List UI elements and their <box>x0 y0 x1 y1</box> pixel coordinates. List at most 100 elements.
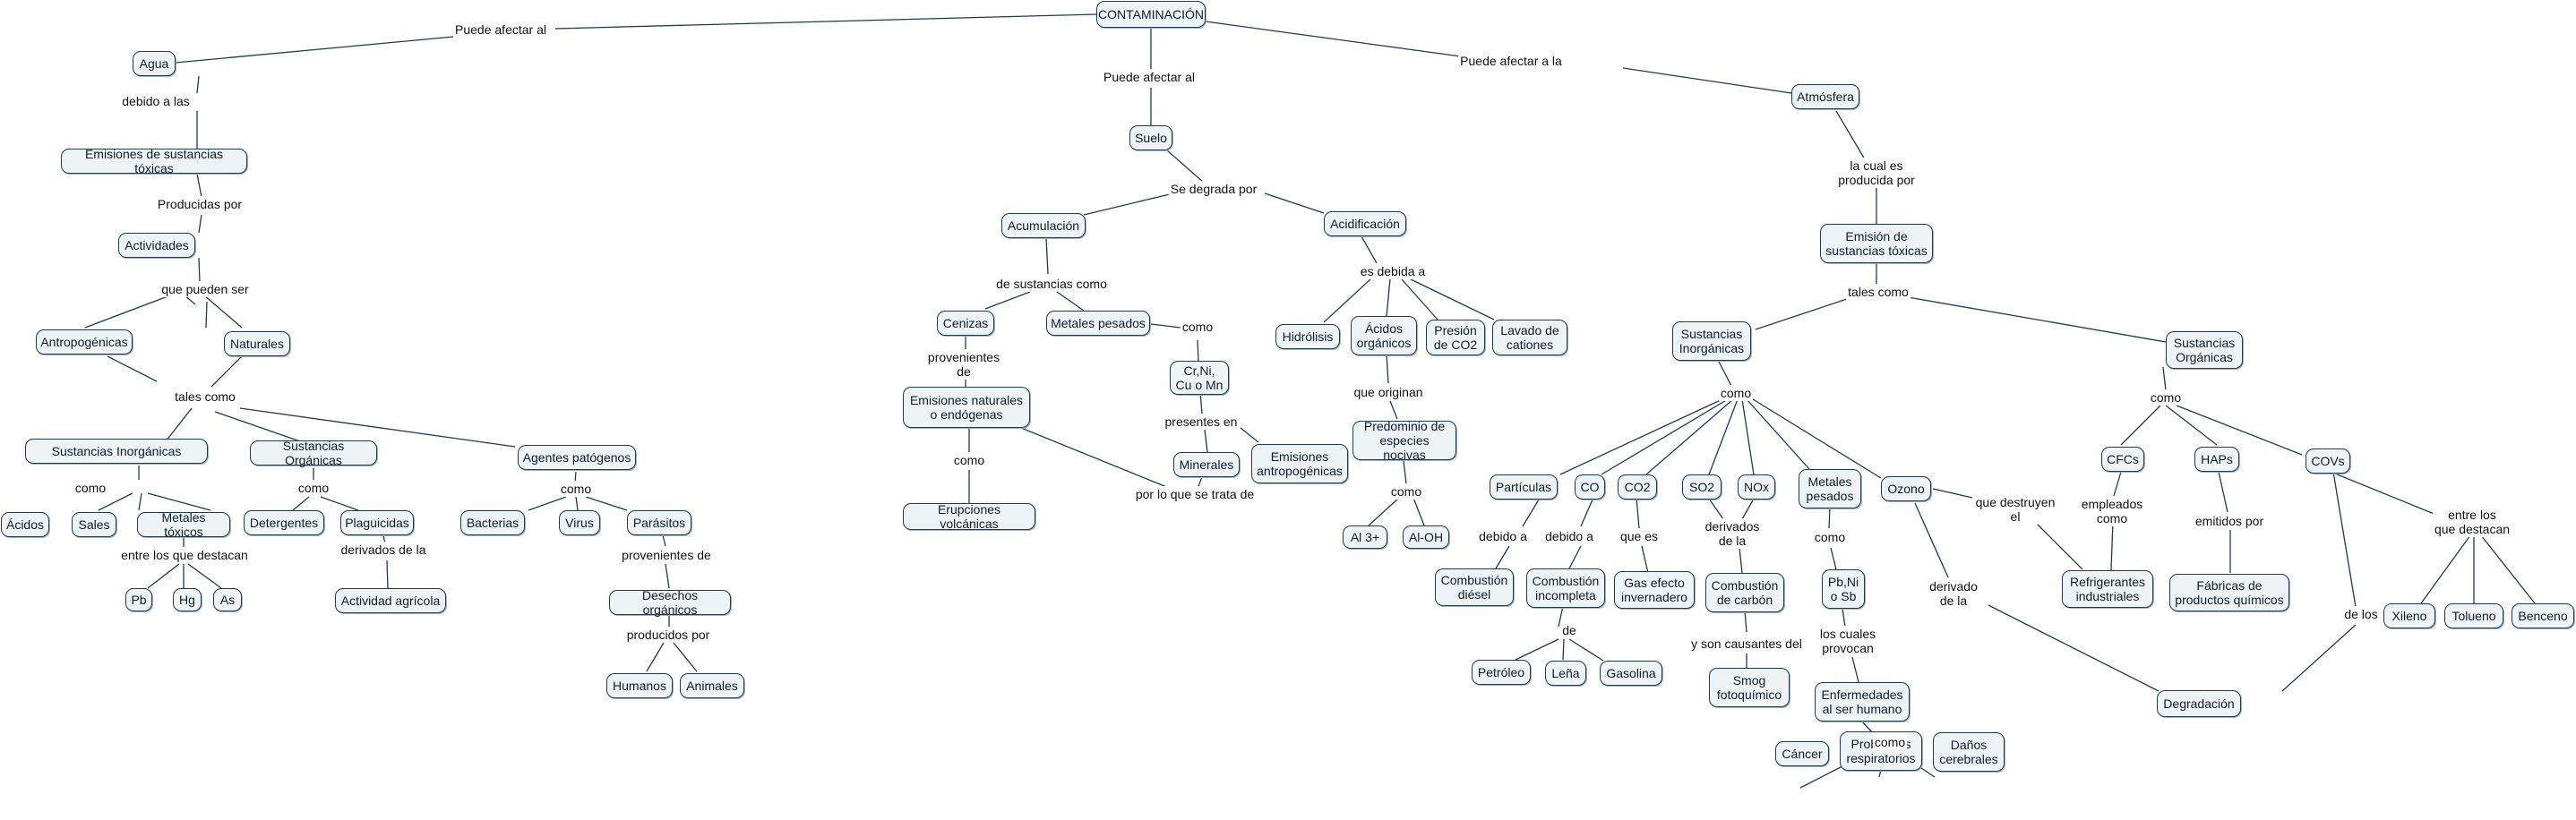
node-al3[interactable]: Al 3+ <box>1343 525 1387 549</box>
link-label-que-destruyen-el: que destruyen el <box>1973 494 2057 525</box>
node-agentes-patogenos[interactable]: Agentes patógenos <box>518 445 636 470</box>
node-presion-co2[interactable]: Presión de CO2 <box>1426 320 1485 355</box>
link-label-como-metales-atm: como <box>1812 529 1848 545</box>
node-metales-pesados-atm[interactable]: Metales pesados <box>1799 469 1861 508</box>
node-cr-ni-cu-mn[interactable]: Cr,Ni, Cu o Mn <box>1170 361 1229 395</box>
node-agua[interactable]: Agua <box>133 51 176 76</box>
link-label-presentes-en: presentes en <box>1163 414 1240 430</box>
node-combustion-incompleta[interactable]: Combustión incompleta <box>1526 568 1605 608</box>
node-so2[interactable]: SO2 <box>1682 474 1722 500</box>
node-desechos-organicos[interactable]: Desechos orgánicos <box>609 588 731 617</box>
node-minerales[interactable]: Minerales <box>1173 452 1240 477</box>
node-suelo[interactable]: Suelo <box>1129 125 1172 150</box>
node-combustion-carbon[interactable]: Combustión de carbón <box>1705 573 1784 612</box>
node-petroleo[interactable]: Petróleo <box>1472 660 1531 685</box>
node-gas-efecto-invernadero[interactable]: Gas efecto invernadero <box>1614 571 1695 609</box>
link-label-como-atm-org: como <box>2148 389 2184 406</box>
node-hg[interactable]: Hg <box>173 588 202 611</box>
node-ozono[interactable]: Ozono <box>1881 476 1931 501</box>
node-cenizas[interactable]: Cenizas <box>937 311 994 336</box>
node-degradacion[interactable]: Degradación <box>2157 690 2241 717</box>
node-metales-pesados-suelo[interactable]: Metales pesados <box>1046 311 1150 336</box>
node-erupciones-volcanicas[interactable]: Erupciones volcánicas <box>903 502 1035 531</box>
node-antropogenicas[interactable]: Antropogénicas <box>36 329 133 354</box>
node-acidificacion[interactable]: Acidificación <box>1324 211 1406 236</box>
node-emisiones-sustancias-toxicas[interactable]: Emisiones de sustancias tóxicas <box>61 147 247 175</box>
node-actividad-agricola[interactable]: Actividad agrícola <box>335 588 446 613</box>
node-hidrolisis[interactable]: Hidrólisis <box>1275 324 1340 349</box>
node-atm-inorganicas[interactable]: Sustancias Inorgánicas <box>1672 321 1751 361</box>
node-pb[interactable]: Pb <box>125 588 152 611</box>
node-co[interactable]: CO <box>1575 474 1605 500</box>
link-label-emitidos-por: emitidos por <box>2193 513 2266 529</box>
node-haps[interactable]: HAPs <box>2194 447 2239 472</box>
link-label-de: de <box>1560 622 1578 638</box>
node-covs[interactable]: COVs <box>2306 448 2350 474</box>
node-atm-organicas[interactable]: Sustancias Orgánicas <box>2166 331 2243 369</box>
node-fabricas-productos-quimicos[interactable]: Fábricas de productos químicos <box>2169 574 2289 611</box>
node-tolueno[interactable]: Tolueno <box>2444 603 2503 628</box>
node-virus[interactable]: Virus <box>559 510 600 535</box>
link-label-los-cuales-provocan: los cuales provocan <box>1817 626 1878 656</box>
node-parasitos[interactable]: Parásitos <box>627 510 691 535</box>
node-danos-cerebrales[interactable]: Daños cerebrales <box>1933 732 2005 772</box>
link-label-puede-afectar-al-agua: Puede afectar al <box>453 21 548 38</box>
link-label-como-inorg: como <box>73 480 108 496</box>
node-animales[interactable]: Animales <box>680 673 744 698</box>
node-lena[interactable]: Leña <box>1545 661 1586 686</box>
node-xileno[interactable]: Xileno <box>2383 603 2435 628</box>
node-lavado-cationes[interactable]: Lavado de cationes <box>1492 320 1567 355</box>
node-problemas-respiratorios[interactable]: Problemas respiratorios <box>1840 731 1922 771</box>
node-atmosfera[interactable]: Atmósfera <box>1791 84 1859 109</box>
node-bacterias[interactable]: Bacterias <box>460 510 525 535</box>
node-combustion-diesel[interactable]: Combustión diésel <box>1435 568 1514 606</box>
node-benceno[interactable]: Benceno <box>2512 603 2574 628</box>
node-pb-ni-sb[interactable]: Pb,Ni o Sb <box>1822 569 1865 609</box>
link-label-la-cual-es-producida-por: la cual es producida por <box>1836 158 1917 188</box>
link-label-derivado-de-la: derivado de la <box>1928 578 1979 609</box>
node-acumulacion[interactable]: Acumulación <box>1001 213 1086 238</box>
node-emisiones-antropogenicas[interactable]: Emisiones antropogénicas <box>1251 444 1348 483</box>
link-label-de-sustancias-como: de sustancias como <box>994 276 1109 292</box>
node-acidos-organicos[interactable]: Ácidos orgánicos <box>1351 316 1417 355</box>
node-emisiones-naturales[interactable]: Emisiones naturales o endógenas <box>903 387 1030 428</box>
node-agua-organicas[interactable]: Sustancias Orgánicas <box>250 439 377 467</box>
node-emision-sustancias-toxicas[interactable]: Emisión de sustancias tóxicas <box>1820 224 1933 263</box>
node-particulas[interactable]: Partículas <box>1490 474 1558 500</box>
link-label-debido-a-las: debido a las <box>120 93 192 109</box>
link-label-es-debida-a: es debida a <box>1358 263 1428 279</box>
node-naturales[interactable]: Naturales <box>224 331 290 356</box>
link-label-debido-a-particulas: debido a <box>1477 528 1529 544</box>
node-actividades[interactable]: Actividades <box>118 233 195 258</box>
node-as[interactable]: As <box>213 588 242 611</box>
node-enfermedades[interactable]: Enfermedades al ser humano <box>1815 682 1910 722</box>
node-contaminacion[interactable]: CONTAMINACIÓN <box>1096 1 1206 28</box>
node-smog-fotoquimico[interactable]: Smog fotoquímico <box>1709 668 1790 707</box>
link-label-como-metales: como <box>1180 319 1215 335</box>
node-agua-inorganicas[interactable]: Sustancias Inorgánicas <box>25 439 208 464</box>
node-refrigerantes-industriales[interactable]: Refrigerantes industriales <box>2062 570 2153 608</box>
node-metales-toxicos[interactable]: Metales tóxicos <box>137 510 230 539</box>
node-plaguicidas[interactable]: Plaguicidas <box>340 510 414 535</box>
node-sales[interactable]: Sales <box>72 512 116 537</box>
node-predominio-especies[interactable]: Predominio de especies nocivas <box>1352 419 1456 462</box>
node-acidos[interactable]: Ácidos <box>1 512 49 537</box>
node-detergentes[interactable]: Detergentes <box>244 510 324 535</box>
node-cancer[interactable]: Cáncer <box>1775 741 1829 766</box>
link-label-y-son-causantes-del: y son causantes del <box>1689 636 1804 652</box>
link-label-entre-los-que-destacan: entre los que destacan <box>119 547 250 563</box>
node-gasolina[interactable]: Gasolina <box>1600 661 1662 686</box>
node-co2[interactable]: CO2 <box>1618 474 1657 500</box>
link-label-debido-a-co: debido a <box>1543 528 1595 544</box>
link-label-tales-como-atm: tales como <box>1846 284 1911 300</box>
link-label-producidas-por: Producidas por <box>155 196 245 212</box>
node-humanos[interactable]: Humanos <box>606 673 673 698</box>
link-label-provenientes-de-parasitos: provenientes de <box>620 547 713 563</box>
node-aloh[interactable]: Al-OH <box>1403 525 1449 549</box>
link-label-tales-como-agua: tales como <box>173 389 237 405</box>
node-cfcs[interactable]: CFCs <box>2101 447 2144 472</box>
link-label-derivados-de-la-atm: derivados de la <box>1703 518 1762 549</box>
node-nox[interactable]: NOx <box>1738 474 1775 500</box>
